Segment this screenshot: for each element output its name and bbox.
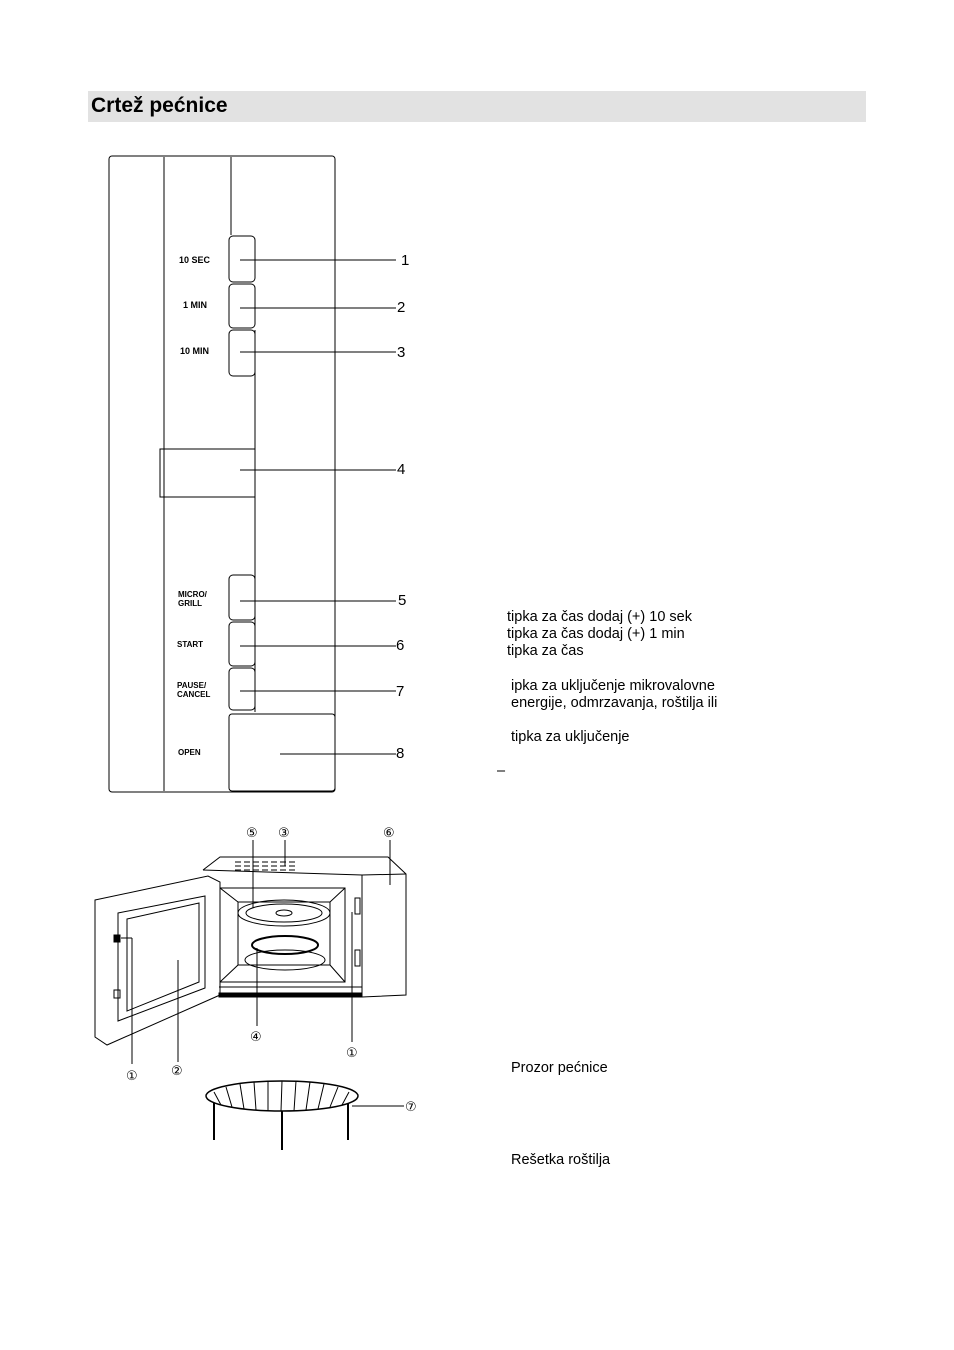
- button-10-sec[interactable]: [228, 235, 256, 283]
- label-micro: MICRO/: [178, 590, 208, 599]
- description-start: tipka za uključenje: [511, 729, 630, 745]
- part-marker: ④: [250, 1030, 262, 1045]
- tray-center: [275, 909, 293, 917]
- description-grill-rack: Rešetka roštilja: [511, 1152, 611, 1168]
- label-10-min: 10 MIN: [180, 346, 209, 356]
- description-oven-window: Prozor pećnice: [511, 1060, 608, 1076]
- part-marker: ①: [346, 1046, 358, 1061]
- panel-strip: [230, 157, 256, 712]
- button-micro-grill[interactable]: [228, 574, 256, 621]
- part-marker: ⑦: [405, 1100, 417, 1115]
- door-window-frame: [117, 895, 206, 1022]
- label-10-sec: 10 SEC: [179, 255, 211, 265]
- description-1-min: tipka za čas dodaj (+) 1 min: [507, 626, 685, 642]
- button-start[interactable]: [228, 621, 256, 667]
- button-open[interactable]: [228, 713, 336, 792]
- callout-number: 6: [396, 637, 404, 654]
- oven-door: [94, 875, 221, 1046]
- display-window: [159, 448, 256, 498]
- top-vents: [235, 861, 295, 871]
- part-marker: ⑥: [383, 826, 395, 841]
- grill-rack-bars: [213, 1080, 350, 1112]
- part-marker: ②: [171, 1064, 183, 1079]
- callout-number: 2: [397, 299, 405, 316]
- page-title: Crtež pećnice: [91, 94, 228, 117]
- panel-outline: [108, 155, 336, 793]
- cavity-perspective: [219, 887, 346, 983]
- oven-base: [218, 992, 363, 998]
- callout-number: 1: [401, 252, 409, 269]
- description-10-min: tipka za čas: [507, 643, 584, 659]
- description-micro-grill-cont: energije, odmrzavanja, roštilja ili: [511, 695, 718, 711]
- door-latch-top: [354, 897, 361, 915]
- label-1-min: 1 MIN: [183, 300, 207, 310]
- turntable-floor: [244, 949, 326, 971]
- callout-number: 8: [396, 745, 404, 762]
- oven-drawing: [94, 840, 407, 1150]
- description-micro-grill: ipka za uključenje mikrovalovne: [511, 678, 715, 694]
- oven-body: [202, 856, 407, 998]
- part-marker: ③: [278, 826, 290, 841]
- door-window: [126, 902, 200, 1012]
- description-10-sec: tipka za čas dodaj (+) 10 sek: [507, 609, 692, 625]
- part-marker: ①: [126, 1069, 138, 1084]
- description-dash: –: [497, 763, 506, 779]
- label-cancel: CANCEL: [177, 690, 210, 699]
- label-pause: PAUSE/: [177, 681, 207, 690]
- glass-tray: [237, 899, 331, 927]
- callout-number: 7: [396, 683, 404, 700]
- door-hook-bottom: [113, 989, 121, 999]
- button-pause-cancel[interactable]: [228, 667, 256, 711]
- button-1-min[interactable]: [228, 283, 256, 329]
- door-hook-top: [113, 934, 121, 943]
- callout-number: 3: [397, 344, 405, 361]
- callout-number: 5: [398, 592, 406, 609]
- callout-number: 4: [397, 461, 405, 478]
- door-latch-bottom: [354, 949, 361, 967]
- label-grill: GRILL: [178, 599, 202, 608]
- button-10-min[interactable]: [228, 329, 256, 377]
- part-marker: ⑤: [246, 826, 258, 841]
- section-title-bar: Crtež pećnice: [88, 91, 866, 122]
- control-panel-drawing: [108, 155, 396, 793]
- oven-top-edge: [202, 869, 407, 876]
- label-start: START: [177, 640, 203, 649]
- roller-ring: [251, 935, 319, 955]
- glass-tray-inner: [245, 903, 323, 923]
- label-open: OPEN: [178, 748, 201, 757]
